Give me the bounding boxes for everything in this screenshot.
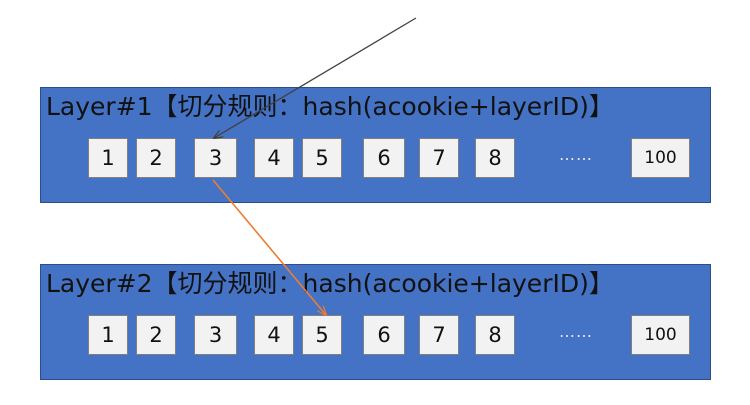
layer-2-cell-100: 100	[631, 315, 690, 355]
layer-1-cell-6: 6	[363, 138, 405, 178]
layer-1-cell-4: 4	[254, 138, 294, 178]
layer-1-cell-1: 1	[88, 138, 128, 178]
layer-2-cell-8: 8	[475, 315, 515, 355]
layer-1-cell-3: 3	[194, 138, 237, 178]
layer-1-cell-8: 8	[475, 138, 515, 178]
layer-2-cell-5: 5	[302, 315, 342, 355]
layer-2-cell-6: 6	[363, 315, 405, 355]
layer-2-cell-2: 2	[136, 315, 176, 355]
layer-2-ellipsis: ……	[559, 322, 593, 341]
layer-1-cell-7: 7	[419, 138, 459, 178]
layer-2-cell-4: 4	[254, 315, 294, 355]
layer-2-cell-7: 7	[419, 315, 459, 355]
layer-1-cell-5: 5	[302, 138, 342, 178]
layer-1-cell-100: 100	[631, 138, 690, 178]
layer-1-panel: Layer#1【切分规则：hash(acookie+layerID)】 1 2 …	[40, 87, 711, 203]
layer-2-cell-3: 3	[194, 315, 237, 355]
layer-2-panel: Layer#2【切分规则：hash(acookie+layerID)】 1 2 …	[40, 264, 711, 380]
layer-2-cell-1: 1	[88, 315, 128, 355]
layer-1-cell-2: 2	[136, 138, 176, 178]
layer-2-title: Layer#2【切分规则：hash(acookie+layerID)】	[46, 269, 614, 298]
layer-1-ellipsis: ……	[559, 145, 593, 164]
layer-1-title: Layer#1【切分规则：hash(acookie+layerID)】	[46, 92, 614, 121]
